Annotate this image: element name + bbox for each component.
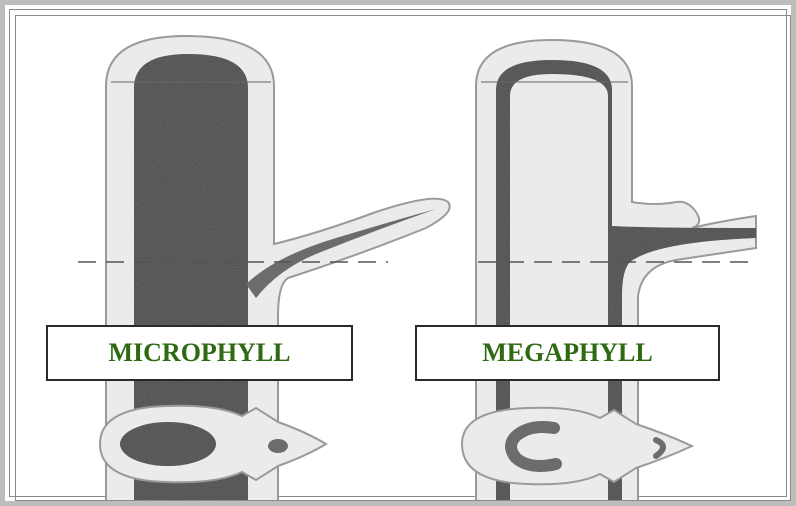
microphyll-cross-section bbox=[100, 406, 326, 483]
leaf-vascular-diagram bbox=[16, 16, 791, 501]
microphyll-label-box: MICROPHYLL bbox=[46, 325, 353, 381]
microphyll-label: MICROPHYLL bbox=[109, 338, 291, 368]
megaphyll-label: MEGAPHYLL bbox=[482, 338, 652, 368]
diagram-panel: MICROPHYLL MEGAPHYLL bbox=[15, 15, 791, 501]
megaphyll-cross-section bbox=[462, 408, 692, 485]
megaphyll-label-box: MEGAPHYLL bbox=[415, 325, 720, 381]
